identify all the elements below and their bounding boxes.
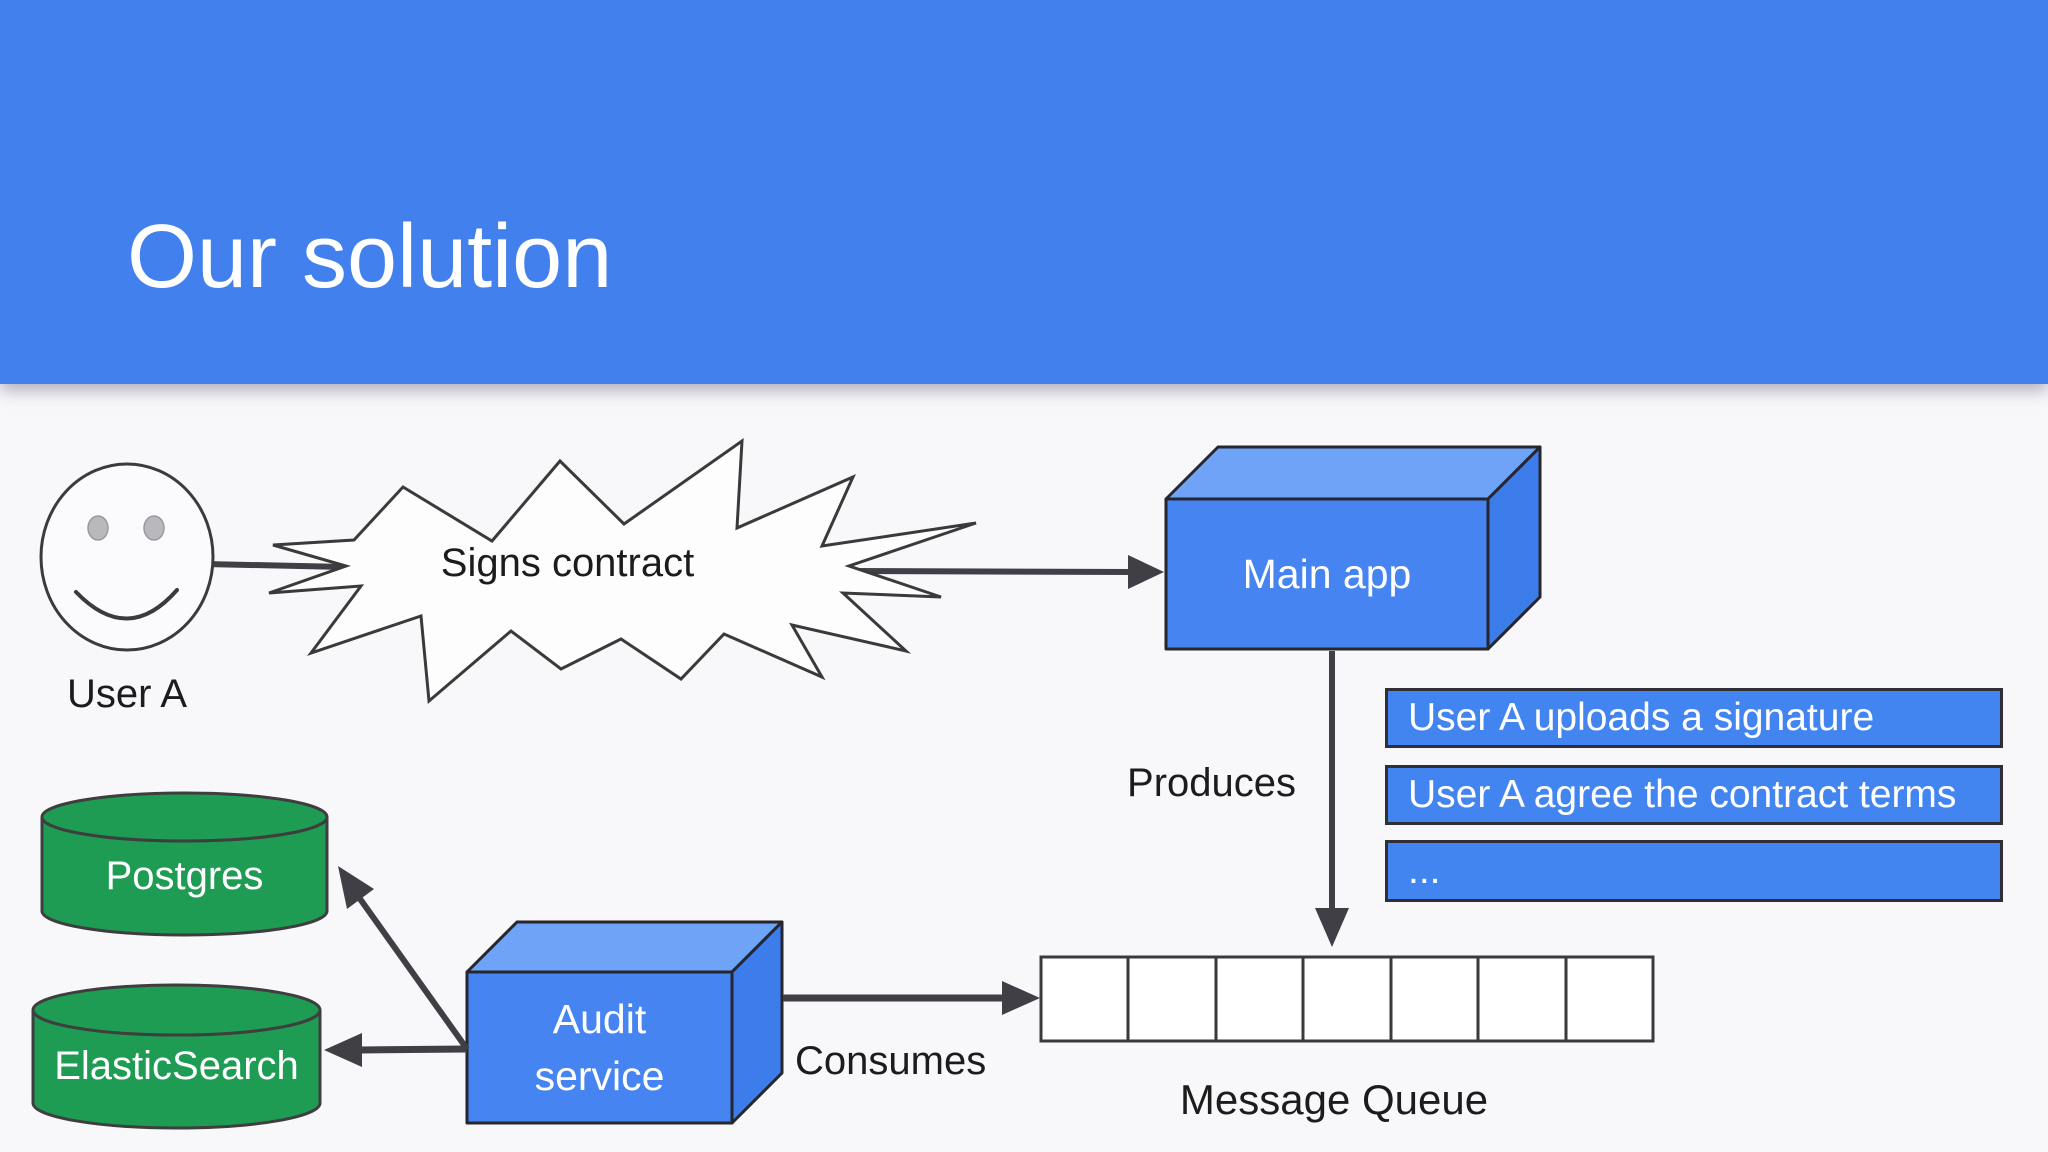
queue-cell-dividers (1126, 957, 1568, 1041)
user-actor-figure (39, 462, 215, 652)
event-box-2: User A agree the contract terms (1385, 765, 2003, 825)
right-eye (143, 515, 165, 541)
audit-service-label-line1: Audit (552, 995, 647, 1042)
message-queue-label: Message Queue (1179, 1075, 1489, 1123)
left-eye (87, 515, 109, 541)
event-box-1: User A uploads a signature (1385, 688, 2003, 748)
connector-audit-to-queue (783, 981, 1040, 1015)
main-app-cube-front (1164, 497, 1490, 651)
arrowhead-to-postgres (338, 866, 374, 909)
elasticsearch-cylinder (31, 983, 322, 1130)
message-queue-shape (1039, 955, 1655, 1043)
connector-audit-to-postgres (338, 866, 470, 1051)
smile (74, 588, 179, 621)
main-app-cube (1164, 445, 1542, 651)
audit-service-label-line2: service (534, 1052, 665, 1099)
main-app-label: Main app (1242, 550, 1412, 597)
arrowhead-to-mainapp (1128, 555, 1164, 589)
connector-burst-to-mainapp (851, 555, 1164, 589)
audit-cube-front (465, 970, 734, 1125)
user-a-label: User A (66, 672, 188, 716)
arrowhead-to-elasticsearch (324, 1033, 362, 1067)
connector-user-to-burst (204, 561, 346, 570)
connector-mainapp-to-queue (1315, 651, 1349, 947)
event-box-2-text: User A agree the contract terms (1408, 773, 1957, 816)
postgres-cylinder (40, 791, 329, 937)
audit-service-label: Audit service (467, 972, 732, 1123)
elasticsearch-label: ElasticSearch (54, 1044, 299, 1088)
produces-label: Produces (1127, 761, 1296, 805)
burst-shape (268, 437, 977, 705)
event-box-1-text: User A uploads a signature (1408, 696, 1875, 739)
connector-audit-to-elasticsearch (324, 1033, 468, 1067)
audit-service-cube (465, 920, 784, 1125)
slide-header: Our solution (0, 0, 2048, 384)
event-box-3-text: ... (1408, 849, 1441, 892)
face-outline (39, 462, 215, 652)
arrowhead-to-queue-right (1002, 981, 1040, 1015)
arrowhead-to-queue-down (1315, 908, 1349, 947)
consumes-label: Consumes (795, 1039, 987, 1083)
audit-cube-top (465, 920, 784, 974)
slide-title: Our solution (127, 207, 613, 307)
main-app-cube-top (1164, 445, 1542, 501)
postgres-label: Postgres (105, 854, 264, 898)
event-box-3: ... (1385, 840, 2003, 902)
burst-label: Signs contract (440, 541, 695, 585)
